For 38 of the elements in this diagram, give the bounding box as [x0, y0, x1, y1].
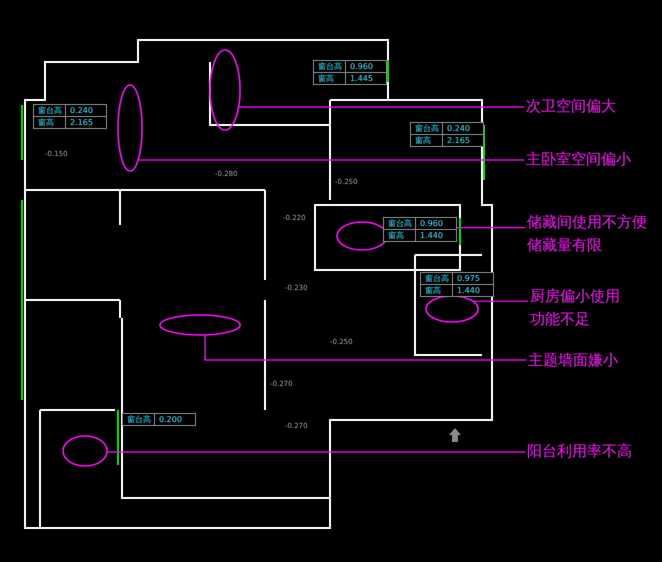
window-height-value: 2.165: [65, 116, 107, 129]
sill-height-value: 0.200: [154, 413, 196, 426]
highlight-ellipse: [62, 435, 108, 467]
highlight-ellipse: [209, 49, 241, 131]
sill-height-label: 窗台高: [122, 413, 155, 426]
sill-height-label: 窗台高: [383, 217, 416, 230]
leader-line: [138, 159, 524, 161]
window-height-label: 窗高: [313, 72, 346, 85]
highlight-ellipse: [425, 295, 479, 323]
callout-text: 次卫空间偏大: [526, 96, 617, 117]
sill-height-label: 窗台高: [410, 122, 443, 135]
window-height-value: 1.445: [345, 72, 387, 85]
highlight-ellipse: [159, 314, 241, 336]
callout-text: 储藏间使用不方便储藏量有限: [527, 212, 648, 256]
sill-height-label: 窗台高: [313, 60, 346, 73]
window-height-label: 窗高: [33, 116, 66, 129]
sill-height-value: 0.240: [442, 122, 484, 135]
sill-height-value: 0.960: [345, 60, 387, 73]
window-height-label: 窗高: [410, 134, 443, 147]
window-height-label: 窗高: [420, 284, 453, 297]
callout-text: 阳台利用率不高: [527, 441, 633, 462]
leader-line: [107, 451, 525, 453]
callout-text: 厨房偏小使用功能不足: [530, 286, 621, 330]
leader-line: [204, 334, 526, 361]
window-height-value: 2.165: [442, 134, 484, 147]
sill-height-value: 0.960: [415, 217, 457, 230]
leader-line: [472, 300, 528, 302]
window-height-label: 窗高: [383, 229, 416, 242]
sill-height-label: 窗台高: [420, 272, 453, 285]
callout-text: 主题墙面嫌小: [528, 350, 619, 371]
sill-height-label: 窗台高: [33, 104, 66, 117]
highlight-ellipse: [117, 84, 143, 172]
window-height-value: 1.440: [452, 284, 494, 297]
leader-line: [238, 106, 524, 108]
callout-text: 主卧室空间偏小: [526, 149, 632, 170]
sill-height-value: 0.975: [452, 272, 494, 285]
window-height-value: 1.440: [415, 229, 457, 242]
sill-height-value: 0.240: [65, 104, 107, 117]
